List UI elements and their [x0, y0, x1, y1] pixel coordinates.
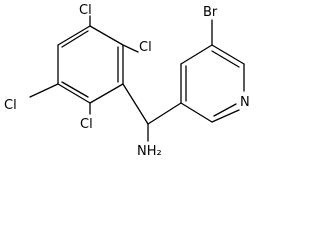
atom-label-n-ring: N: [240, 95, 250, 110]
bond-ch-py: [147, 102, 182, 125]
bond-p3-p4-inner: [211, 50, 240, 68]
atom-label-cl-bottom: Cl: [80, 117, 93, 132]
bond-c3-c4: [57, 83, 91, 104]
bond-n-p6-inner: [213, 103, 237, 117]
atom-labels: Cl Cl Cl Cl Br N NH₂: [4, 3, 250, 159]
bond-p2-p3: [180, 44, 213, 65]
bond-p3-p4: [211, 44, 245, 65]
bond-c5-ch: [122, 83, 149, 125]
bond-c4-c5: [89, 83, 124, 104]
chemical-structure: Cl Cl Cl Cl Br N NH₂: [0, 0, 264, 179]
bond-c3-cl: [29, 83, 59, 98]
atom-label-amine: NH₂: [137, 144, 162, 159]
atom-label-br: Br: [203, 5, 218, 20]
bonds: [29, 15, 245, 142]
bond-c6-c1: [89, 25, 124, 46]
atom-label-cl-top: Cl: [79, 3, 92, 18]
bond-n-p6: [211, 109, 240, 123]
bond-c6-cl: [122, 44, 139, 53]
atom-label-cl-right: Cl: [139, 40, 152, 55]
bond-p6-p1: [180, 102, 213, 123]
bond-c1-c2: [57, 25, 91, 46]
bond-c1-c2-inner: [61, 30, 89, 48]
bond-c3-c4-inner: [61, 81, 89, 98]
atom-label-cl-left: Cl: [4, 98, 17, 113]
background: [0, 0, 264, 179]
